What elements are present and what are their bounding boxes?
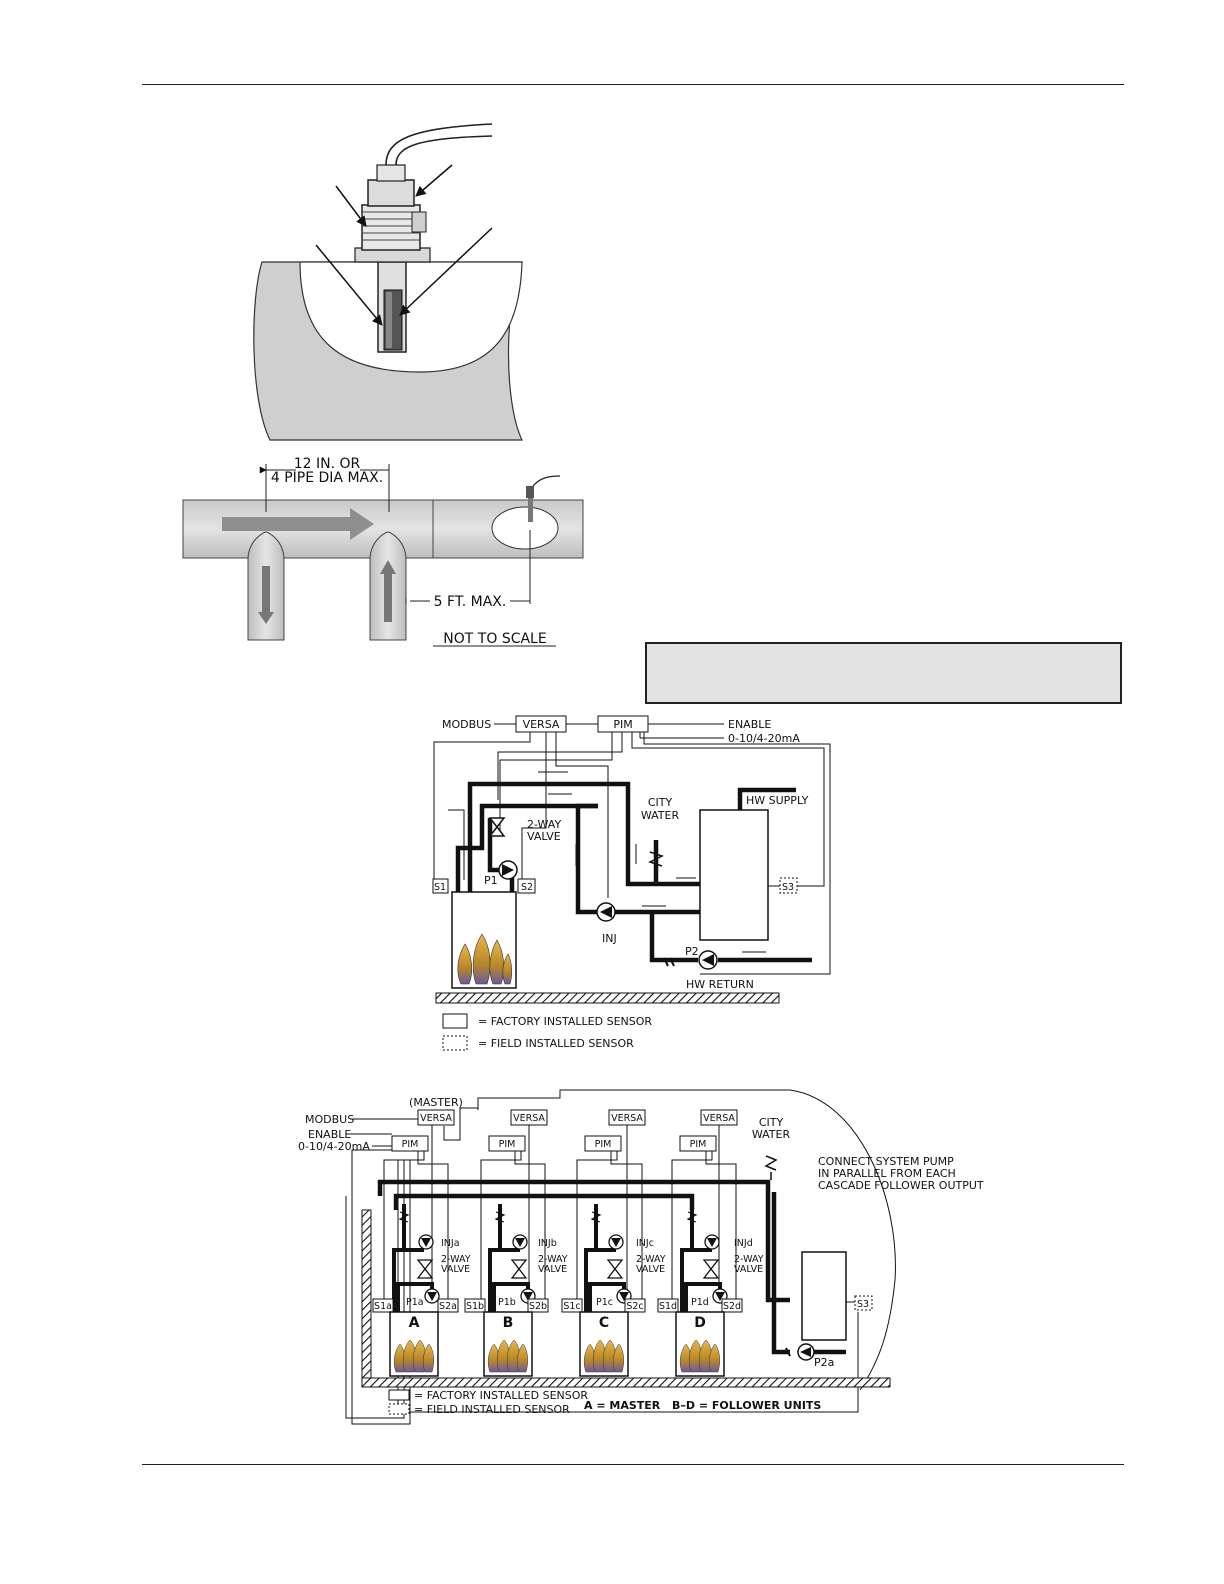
unit-a-inj: INJa xyxy=(441,1238,460,1249)
unit-d-valve1: 2-WAY xyxy=(734,1254,764,1265)
cascade-note-line1: CONNECT SYSTEM PUMP xyxy=(818,1155,954,1168)
unit-c-pim: PIM xyxy=(595,1139,612,1150)
unit-d-p1: P1d xyxy=(691,1297,709,1308)
header-rule xyxy=(142,84,1124,85)
two-way-valve-line1: 2-WAY xyxy=(527,818,561,831)
inj-label: INJ xyxy=(602,932,617,945)
cascade-s3-label: S3 xyxy=(857,1299,869,1310)
unit-b-s2: S2b xyxy=(529,1301,547,1312)
cascade-unit-c: VERSA PIM INJc 2-WAY VALVE S1c xyxy=(561,1109,666,1377)
unit-c-versa: VERSA xyxy=(611,1113,643,1124)
p2-label: P2 xyxy=(685,945,699,958)
unit-a-s2: S2a xyxy=(439,1301,457,1312)
hw-return-label: HW RETURN xyxy=(686,978,754,991)
cascade-note-line3: CASCADE FOLLOWER OUTPUT xyxy=(818,1179,984,1192)
cascade-unit-a: VERSA PIM INJa 2-WAY VALVE S1a xyxy=(372,1109,471,1377)
two-way-valve-line2: VALVE xyxy=(527,830,561,843)
cascade-legend-factory: = FACTORY INSTALLED SENSOR xyxy=(414,1389,588,1402)
s2-sensor-label: S2 xyxy=(521,882,533,893)
unit-d-letter: D xyxy=(694,1315,706,1331)
unit-c-valve1: 2-WAY xyxy=(636,1254,666,1265)
unit-a-versa: VERSA xyxy=(420,1113,452,1124)
modbus-label: MODBUS xyxy=(442,718,491,731)
unit-b-versa: VERSA xyxy=(513,1113,545,1124)
cascade-boiler-diagram: (MASTER) MODBUS ENABLE 0-10/4-20mA CITY … xyxy=(298,1089,984,1425)
unit-b-valve1: 2-WAY xyxy=(538,1254,568,1265)
unit-a-pim: PIM xyxy=(402,1139,419,1150)
cascade-legend-master: A = MASTER xyxy=(584,1399,661,1412)
master-label: (MASTER) xyxy=(409,1096,463,1109)
scale-note: NOT TO SCALE xyxy=(443,631,546,647)
analog-input-label: 0-10/4-20mA xyxy=(728,732,800,745)
cascade-note-line2: IN PARALLEL FROM EACH xyxy=(818,1167,956,1180)
unit-b-valve2: VALVE xyxy=(538,1264,567,1275)
enable-label: ENABLE xyxy=(728,718,771,731)
single-boiler-diagram: VERSA PIM MODBUS ENABLE 0-10/4-20mA xyxy=(432,715,831,1051)
versa-label: VERSA xyxy=(523,718,560,731)
p2a-label: P2a xyxy=(814,1356,834,1369)
unit-b-letter: B xyxy=(503,1315,514,1331)
unit-c-valve2: VALVE xyxy=(636,1264,665,1275)
unit-d-s2: S2d xyxy=(723,1301,741,1312)
s3-sensor-label: S3 xyxy=(782,882,794,893)
city-water-line1: CITY xyxy=(648,796,673,809)
spacing-label-line1: 12 IN. OR xyxy=(294,456,361,472)
cascade-modbus-label: MODBUS xyxy=(305,1113,354,1126)
distance-label: 5 FT. MAX. xyxy=(434,594,507,610)
legend-field-sensor: = FIELD INSTALLED SENSOR xyxy=(478,1037,634,1050)
cascade-unit-d: VERSA PIM INJd 2-WAY VALVE S1d xyxy=(657,1109,764,1377)
unit-d-s1: S1d xyxy=(659,1301,677,1312)
unit-c-letter: C xyxy=(599,1315,609,1331)
unit-a-p1: P1a xyxy=(406,1297,424,1308)
cascade-analog-label: 0-10/4-20mA xyxy=(298,1140,370,1153)
footer-rule xyxy=(142,1464,1124,1465)
pim-label: PIM xyxy=(613,718,632,731)
city-water-line2: WATER xyxy=(641,809,680,822)
unit-a-valve2: VALVE xyxy=(441,1264,470,1275)
cascade-unit-b: VERSA PIM INJb 2-WAY VALVE S1b xyxy=(464,1109,568,1377)
unit-c-inj: INJc xyxy=(636,1238,654,1249)
unit-d-pim: PIM xyxy=(690,1139,707,1150)
unit-d-versa: VERSA xyxy=(703,1113,735,1124)
cascade-enable-label: ENABLE xyxy=(308,1128,351,1141)
caption-box xyxy=(645,642,1122,704)
unit-b-inj: INJb xyxy=(538,1238,557,1249)
cascade-legend-field: = FIELD INSTALLED SENSOR xyxy=(414,1403,570,1416)
unit-b-p1: P1b xyxy=(498,1297,516,1308)
s1-sensor-label: S1 xyxy=(434,882,446,893)
unit-a-s1: S1a xyxy=(374,1301,392,1312)
spacing-label-line2: 4 PIPE DIA MAX. xyxy=(271,470,383,486)
unit-d-inj: INJd xyxy=(734,1238,753,1249)
unit-b-s1: S1b xyxy=(466,1301,484,1312)
unit-c-p1: P1c xyxy=(596,1297,613,1308)
unit-a-valve1: 2-WAY xyxy=(441,1254,471,1265)
legend-factory-sensor: = FACTORY INSTALLED SENSOR xyxy=(478,1015,652,1028)
sensor-installation-figure: 12 IN. OR 4 PIPE DIA MAX. 5 FT. MAX. NOT… xyxy=(182,123,584,647)
unit-b-pim: PIM xyxy=(499,1139,516,1150)
unit-d-valve2: VALVE xyxy=(734,1264,763,1275)
unit-c-s2: S2c xyxy=(626,1301,643,1312)
cascade-legend-followers: B–D = FOLLOWER UNITS xyxy=(672,1399,821,1412)
unit-c-s1: S1c xyxy=(563,1301,580,1312)
unit-a-letter: A xyxy=(409,1315,420,1331)
p1-label: P1 xyxy=(484,874,498,887)
cascade-city-water-line1: CITY xyxy=(759,1116,784,1129)
cascade-city-water-line2: WATER xyxy=(752,1128,791,1141)
hw-supply-label: HW SUPPLY xyxy=(746,794,809,807)
